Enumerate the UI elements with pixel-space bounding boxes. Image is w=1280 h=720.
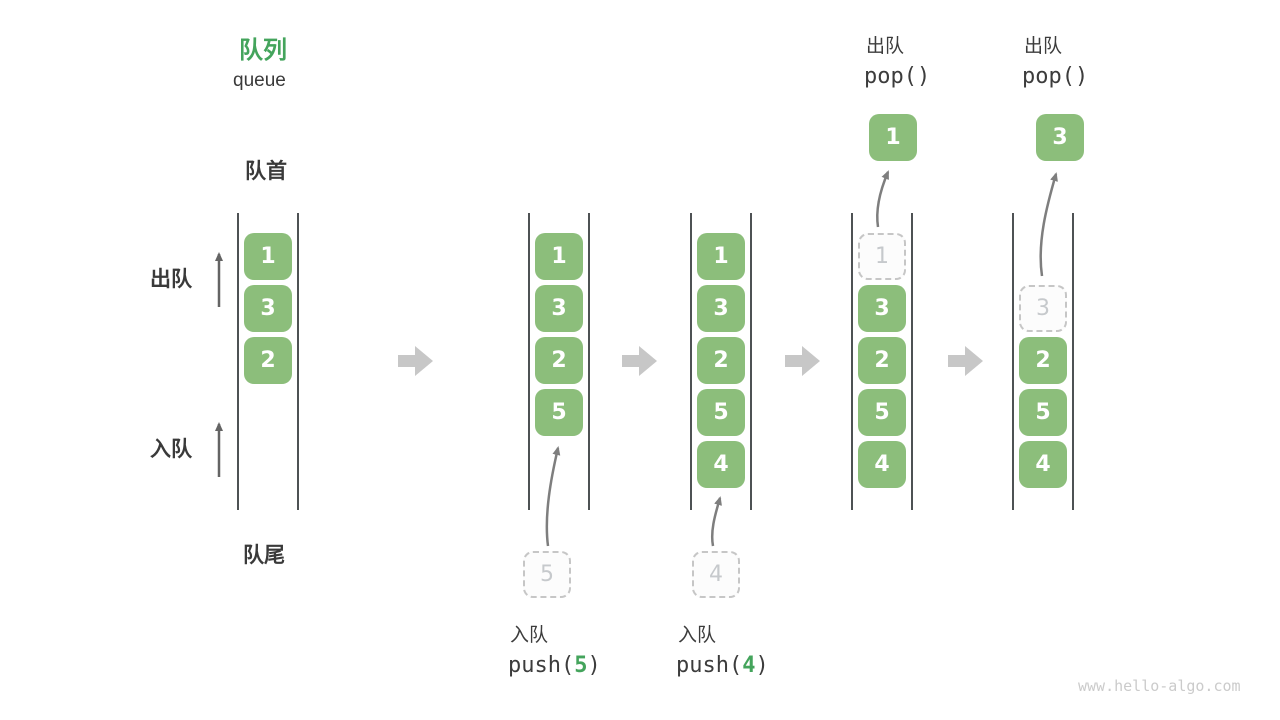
staging-item: 5	[523, 551, 571, 598]
code-arg: 4	[742, 653, 756, 678]
channel-line	[528, 213, 530, 510]
queue-item: 3	[697, 285, 745, 332]
queue-item: 3	[858, 285, 906, 332]
page-subtitle: queue	[233, 70, 286, 91]
code-fn: push(	[676, 653, 743, 678]
enqueue-op-code: push(4)	[676, 653, 769, 678]
page-title: 队列	[239, 37, 287, 64]
queue-item: 2	[858, 337, 906, 384]
queue-state-after-push-4: 1 3 2 5 4	[690, 213, 752, 510]
front-label: 队首	[245, 160, 287, 183]
queue-item: 2	[697, 337, 745, 384]
code-close: )	[755, 653, 769, 678]
channel-line	[588, 213, 590, 510]
transition-arrow-icon	[785, 346, 820, 376]
queue-state-after-pop-3: 3 2 5 4	[1012, 213, 1074, 510]
enqueue-side-label: 入队	[150, 438, 192, 461]
dequeue-op-code: pop()	[864, 64, 931, 89]
dequeue-side-label: 出队	[150, 268, 192, 291]
dequeue-op-label: 出队	[866, 36, 905, 57]
channel-line	[690, 213, 692, 510]
queue-item: 2	[244, 337, 292, 384]
queue-item: 3	[535, 285, 583, 332]
enqueue-op-label: 入队	[510, 625, 549, 646]
queue-item: 5	[697, 389, 745, 436]
channel-line	[750, 213, 752, 510]
queue-item: 1	[535, 233, 583, 280]
queue-item: 4	[697, 441, 745, 488]
queue-state-initial: 1 3 2	[237, 213, 299, 510]
code-close: )	[587, 653, 601, 678]
queue-item: 1	[697, 233, 745, 280]
channel-line	[1072, 213, 1074, 510]
dequeue-op-code: pop()	[1022, 64, 1089, 89]
channel-line	[297, 213, 299, 510]
channel-line	[911, 213, 913, 510]
staging-item: 4	[692, 551, 740, 598]
dequeue-op-label: 出队	[1024, 36, 1063, 57]
transition-arrow-icon	[948, 346, 983, 376]
transition-arrow-icon	[398, 346, 433, 376]
channel-line	[237, 213, 239, 510]
code-fn: push(	[508, 653, 575, 678]
transition-arrow-icon	[622, 346, 657, 376]
popped-item: 1	[869, 114, 917, 161]
enqueue-op-code: push(5)	[508, 653, 601, 678]
rear-label: 队尾	[243, 544, 285, 567]
queue-item: 5	[1019, 389, 1067, 436]
queue-item: 4	[1019, 441, 1067, 488]
removed-item-slot: 3	[1019, 285, 1067, 332]
code-arg: 5	[574, 653, 588, 678]
queue-state-after-push-5: 1 3 2 5	[528, 213, 590, 510]
enqueue-op-label: 入队	[678, 625, 717, 646]
queue-item: 2	[535, 337, 583, 384]
queue-item: 2	[1019, 337, 1067, 384]
queue-item: 4	[858, 441, 906, 488]
channel-line	[1012, 213, 1014, 510]
queue-item: 1	[244, 233, 292, 280]
queue-item: 5	[858, 389, 906, 436]
popped-item: 3	[1036, 114, 1084, 161]
queue-state-after-pop-1: 1 3 2 5 4	[851, 213, 913, 510]
channel-line	[851, 213, 853, 510]
queue-item: 5	[535, 389, 583, 436]
watermark: www.hello-algo.com	[1078, 677, 1241, 695]
removed-item-slot: 1	[858, 233, 906, 280]
queue-item: 3	[244, 285, 292, 332]
